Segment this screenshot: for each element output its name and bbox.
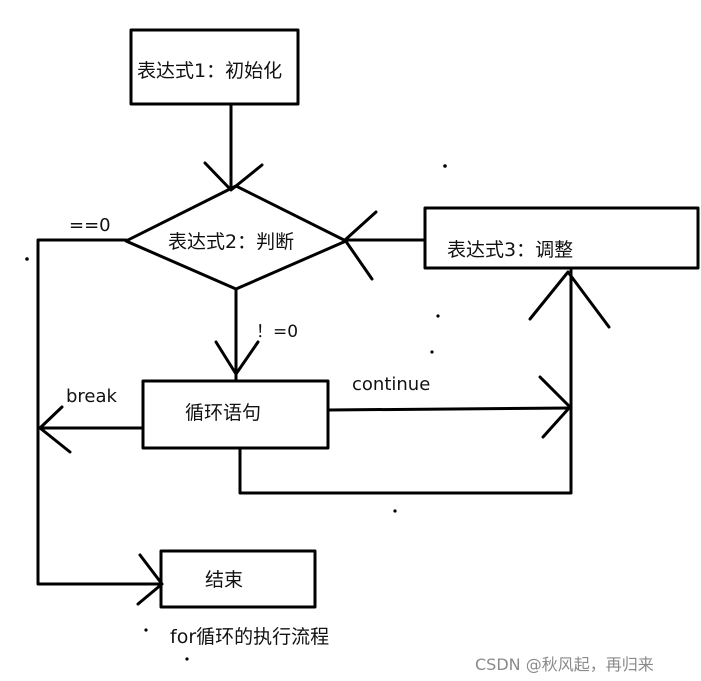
arrowhead-init-to-condition: [203, 161, 264, 192]
arrowhead-to-condition: [343, 210, 378, 281]
arrowhead-condition-to-body: [214, 340, 260, 376]
false-branch-label: ==0: [69, 215, 111, 236]
diagram-caption: for循环的执行流程: [170, 626, 329, 648]
arrowhead-break: [38, 405, 72, 454]
break-label: break: [66, 386, 118, 407]
adjust-box: [423, 206, 700, 270]
loop-body-label: 循环语句: [185, 402, 261, 424]
continue-label: continue: [352, 374, 430, 395]
condition-label: 表达式2：判断: [168, 231, 294, 253]
arrow-continue: [326, 406, 573, 412]
arrowhead-to-end: [136, 553, 164, 606]
adjust-label: 表达式3：调整: [447, 239, 573, 261]
true-branch-label: ！=0: [256, 322, 298, 342]
watermark: CSDN @秋风起，再归来: [475, 655, 654, 674]
end-label: 结束: [205, 569, 243, 591]
line-false-branch: [36, 238, 163, 586]
arrowhead-to-adjust: [528, 270, 611, 329]
init-label: 表达式1：初始化: [137, 60, 282, 82]
line-body-to-adjust: [238, 266, 573, 495]
init-box: [129, 28, 300, 106]
end-box: [159, 549, 317, 609]
